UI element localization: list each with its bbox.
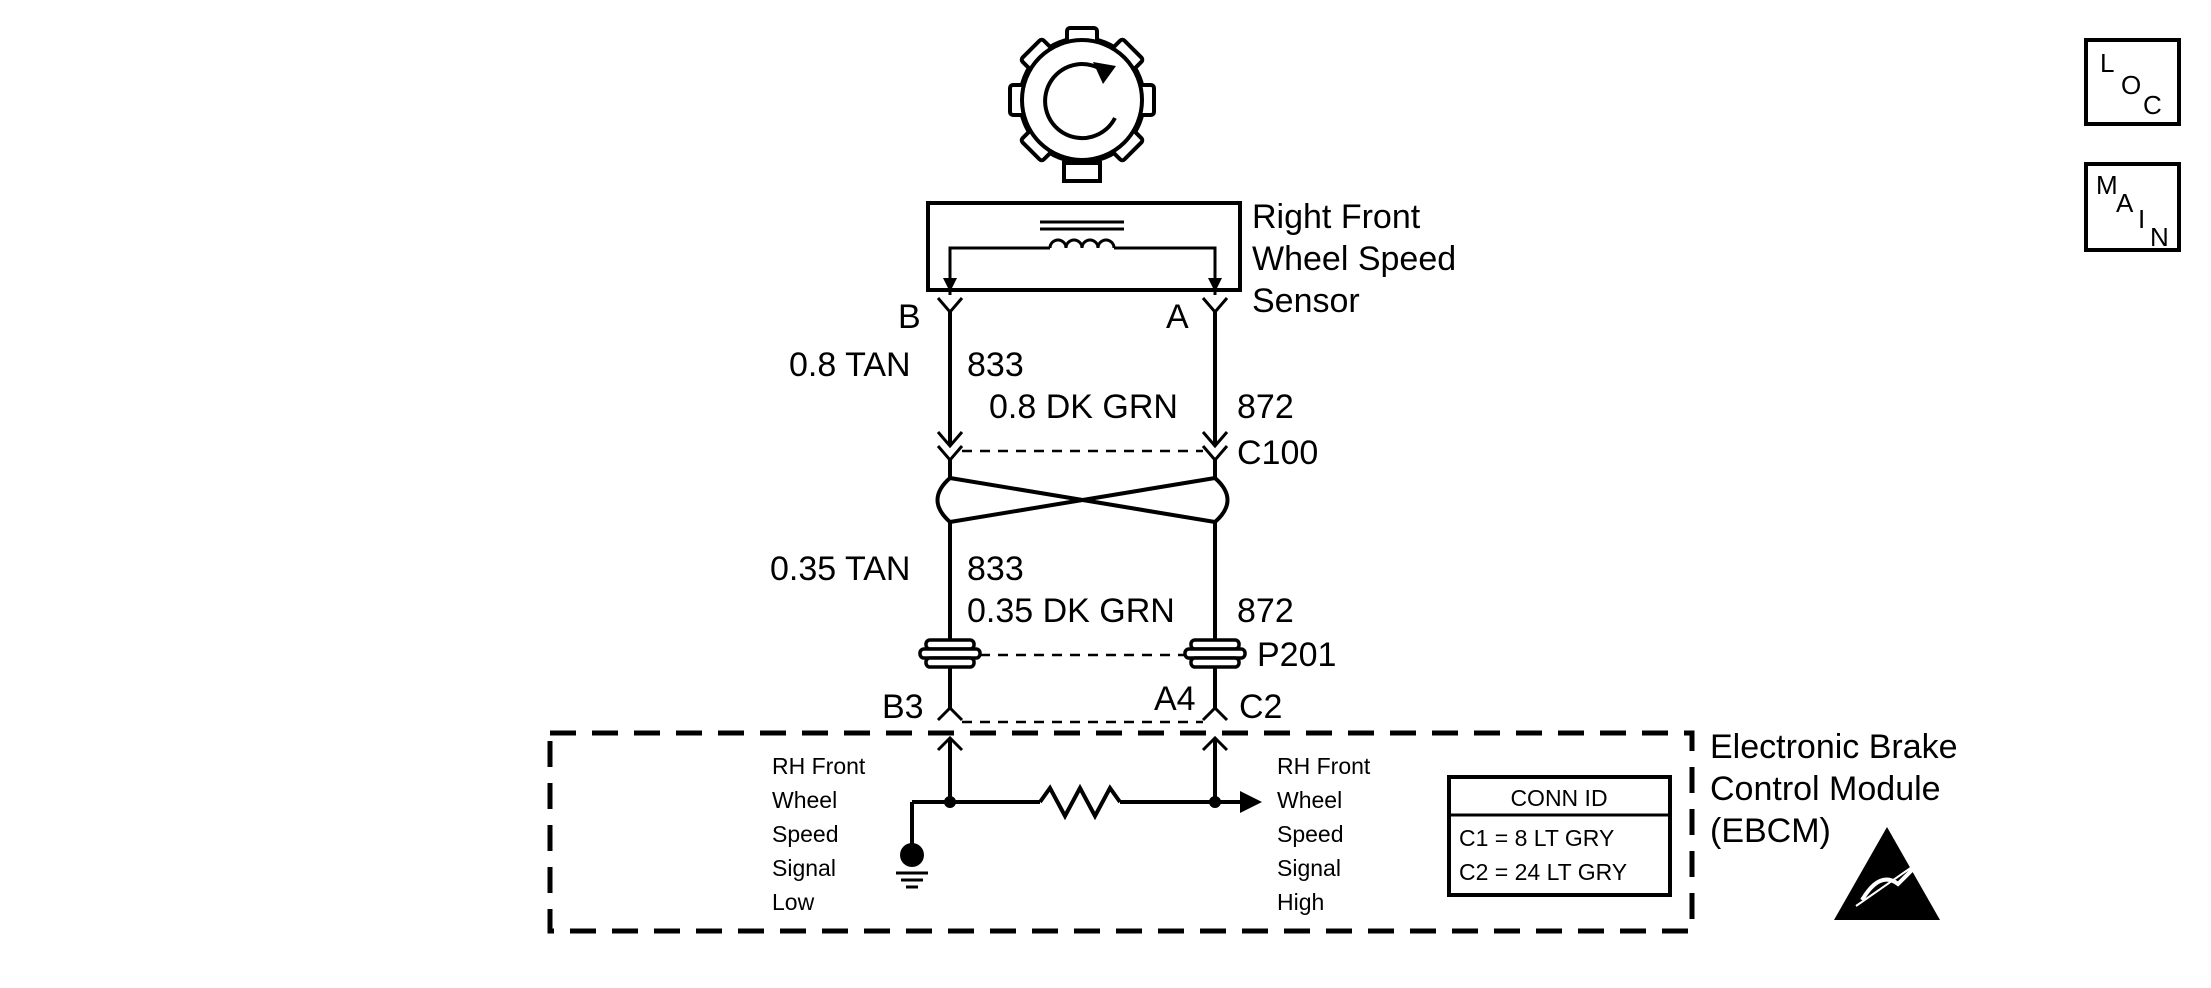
main-button-m: M — [2096, 170, 2118, 200]
ebcm-module-box — [547, 730, 1695, 934]
wire-right-circuit-upper: 872 — [1237, 388, 1294, 426]
wire-left-gauge-upper: 0.8 TAN — [789, 346, 911, 384]
ebcm-internal-circuit — [910, 735, 1262, 846]
loc-button-c: C — [2143, 90, 2162, 120]
wheel-speed-sensor — [926, 201, 1242, 295]
wire-right-gauge-lower: 0.35 DK GRN — [967, 592, 1175, 630]
main-button-n: N — [2150, 222, 2169, 252]
sensor-name-line2: Wheel Speed — [1252, 240, 1456, 278]
module-connector-c2: C2 — [1239, 688, 1282, 726]
sensor-name-line3: Sensor — [1252, 282, 1360, 320]
sensor-pin-a: A — [1166, 298, 1189, 336]
conn-id-title: CONN ID — [1510, 785, 1607, 811]
twisted-pair — [935, 460, 1230, 640]
pin-a4-terminal — [1201, 705, 1229, 722]
module-pin-b3: B3 — [882, 688, 924, 726]
p201-connector — [918, 638, 1247, 708]
signal-high-line5: High — [1277, 889, 1324, 915]
tone-wheel-icon — [1008, 26, 1156, 183]
module-pin-a4: A4 — [1154, 680, 1196, 718]
signal-low-line2: Wheel — [772, 787, 837, 813]
pin-b3-terminal — [936, 705, 964, 722]
wire-left-circuit-lower: 833 — [967, 550, 1024, 588]
signal-high-line2: Wheel — [1277, 787, 1342, 813]
wire-left-gauge-lower: 0.35 TAN — [770, 550, 910, 588]
signal-high-line1: RH Front — [1277, 753, 1371, 779]
sensor-name-line1: Right Front — [1252, 198, 1421, 236]
main-button[interactable]: M A I N — [2084, 162, 2181, 252]
conn-id-c1: C1 = 8 LT GRY — [1459, 825, 1614, 851]
main-button-i: I — [2138, 204, 2145, 234]
connector-c100-label: C100 — [1237, 434, 1318, 472]
sensor-pin-b: B — [898, 298, 921, 336]
wire-right-gauge-upper: 0.8 DK GRN — [989, 388, 1178, 426]
resistor-icon — [1038, 783, 1122, 821]
ground-icon — [896, 843, 928, 889]
signal-arrow-icon — [1240, 791, 1262, 813]
signal-low-line5: Low — [772, 889, 815, 915]
module-name-line1: Electronic Brake — [1710, 728, 1958, 766]
wire-left-circuit-upper: 833 — [967, 346, 1024, 384]
loc-button-l: L — [2100, 48, 2114, 78]
signal-high-line4: Signal — [1277, 855, 1341, 881]
connector-p201-label: P201 — [1257, 636, 1336, 674]
signal-low-line3: Speed — [772, 821, 839, 847]
conn-id-table — [1447, 775, 1672, 897]
loc-button-o: O — [2121, 70, 2141, 100]
conn-id-c2: C2 = 24 LT GRY — [1459, 859, 1627, 885]
pin-a-terminal — [1201, 297, 1229, 315]
signal-low-line1: RH Front — [772, 753, 866, 779]
module-name-line3: (EBCM) — [1710, 812, 1831, 850]
loc-button[interactable]: L O C — [2084, 38, 2181, 126]
wire-right-circuit-lower: 872 — [1237, 592, 1294, 630]
esd-warning-icon — [1834, 827, 1940, 920]
signal-high-line3: Speed — [1277, 821, 1344, 847]
main-button-a: A — [2116, 188, 2134, 218]
module-name-line2: Control Module — [1710, 770, 1941, 808]
pin-b-terminal — [936, 297, 964, 315]
signal-low-line4: Signal — [772, 855, 836, 881]
c100-connector — [936, 431, 1229, 463]
